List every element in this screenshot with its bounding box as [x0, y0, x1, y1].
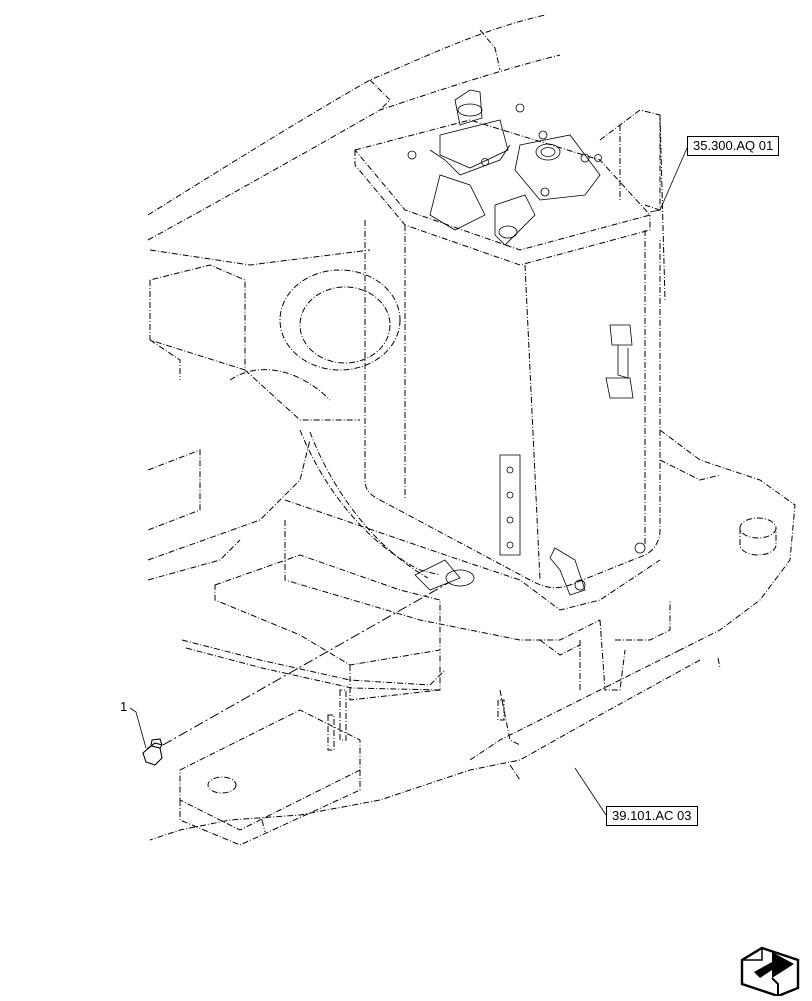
item-number-1: 1: [120, 699, 128, 714]
item-1-label-leader: [129, 707, 147, 749]
callout-bottom-leader: [574, 767, 607, 816]
hydraulic-tank: [354, 89, 661, 596]
ghost-frame: [147, 14, 796, 846]
item-1-leader-line: [162, 581, 451, 746]
callout-top-leader: [649, 147, 688, 213]
plug-part-item-1: [142, 738, 163, 766]
reference-callout-39-101[interactable]: 39.101.AC 03: [606, 806, 698, 826]
arrow-box-icon[interactable]: [738, 938, 806, 998]
reference-callout-35-300[interactable]: 35.300.AQ 01: [687, 136, 780, 156]
